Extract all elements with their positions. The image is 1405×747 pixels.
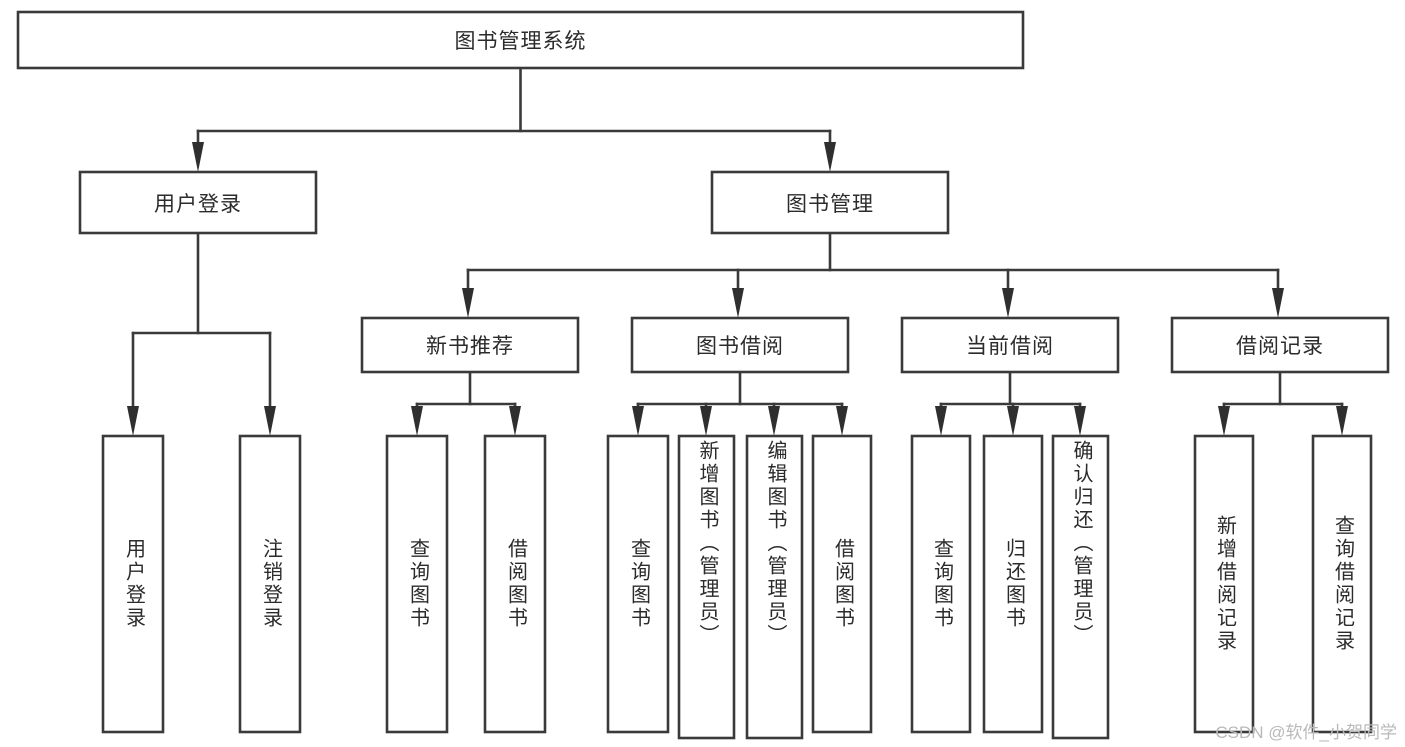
node-box-current-borrow[interactable] xyxy=(900,316,1120,374)
arrowhead-leaf-2 xyxy=(264,406,276,436)
node-box-leaf-edit-book[interactable] xyxy=(745,434,804,740)
node-box-leaf-borrow-book-b[interactable] xyxy=(811,434,873,734)
node-box-leaf-query-book-b[interactable] xyxy=(606,434,670,734)
arrowhead-leaf-10 xyxy=(1007,406,1019,436)
node-box-user-login[interactable] xyxy=(78,170,318,235)
arrowhead-leaf-1 xyxy=(127,406,139,436)
arrowhead-leaf-6 xyxy=(700,406,712,436)
node-box-leaf-confirm-return[interactable] xyxy=(1051,434,1110,740)
node-box-leaf-add-borrow-record[interactable] xyxy=(1193,434,1255,734)
node-box-borrow-record[interactable] xyxy=(1170,316,1390,374)
arrowhead-leaf-11 xyxy=(1074,406,1086,436)
arrowhead-leaf-8 xyxy=(836,406,848,436)
arrowhead-new-book xyxy=(462,288,474,318)
node-box-root[interactable] xyxy=(16,10,1025,70)
node-box-book-management[interactable] xyxy=(710,170,950,235)
arrowhead-current-borrow xyxy=(1002,288,1014,318)
arrowhead-leaf-12 xyxy=(1218,406,1230,436)
arrowhead-leaf-9 xyxy=(935,406,947,436)
arrowhead-borrow-record xyxy=(1272,288,1284,318)
node-box-leaf-query-book-c[interactable] xyxy=(910,434,972,734)
node-box-leaf-query-borrow-record[interactable] xyxy=(1311,434,1373,734)
arrowhead-leaf-7 xyxy=(768,406,780,436)
arrowhead-borrow-book xyxy=(732,288,744,318)
arrowhead-leaf-3 xyxy=(411,406,423,436)
node-box-leaf-add-book[interactable] xyxy=(677,434,736,740)
node-box-leaf-query-book-a[interactable] xyxy=(385,434,449,734)
arrowhead-leaf-13 xyxy=(1336,406,1348,436)
box-group xyxy=(16,10,1390,740)
arrowhead-user-login xyxy=(192,142,204,172)
node-box-leaf-return-book[interactable] xyxy=(982,434,1044,734)
node-box-leaf-user-login[interactable] xyxy=(101,434,165,734)
node-box-leaf-logout[interactable] xyxy=(238,434,302,734)
arrowhead-leaf-5 xyxy=(632,406,644,436)
arrowhead-book-mgmt xyxy=(824,142,836,172)
node-box-new-book-recommend[interactable] xyxy=(360,316,580,374)
arrowhead-leaf-4 xyxy=(509,406,521,436)
connector-group xyxy=(131,66,1344,408)
node-box-leaf-borrow-book-a[interactable] xyxy=(483,434,547,734)
node-box-book-borrow[interactable] xyxy=(630,316,850,374)
arrowhead-group xyxy=(127,142,1348,436)
